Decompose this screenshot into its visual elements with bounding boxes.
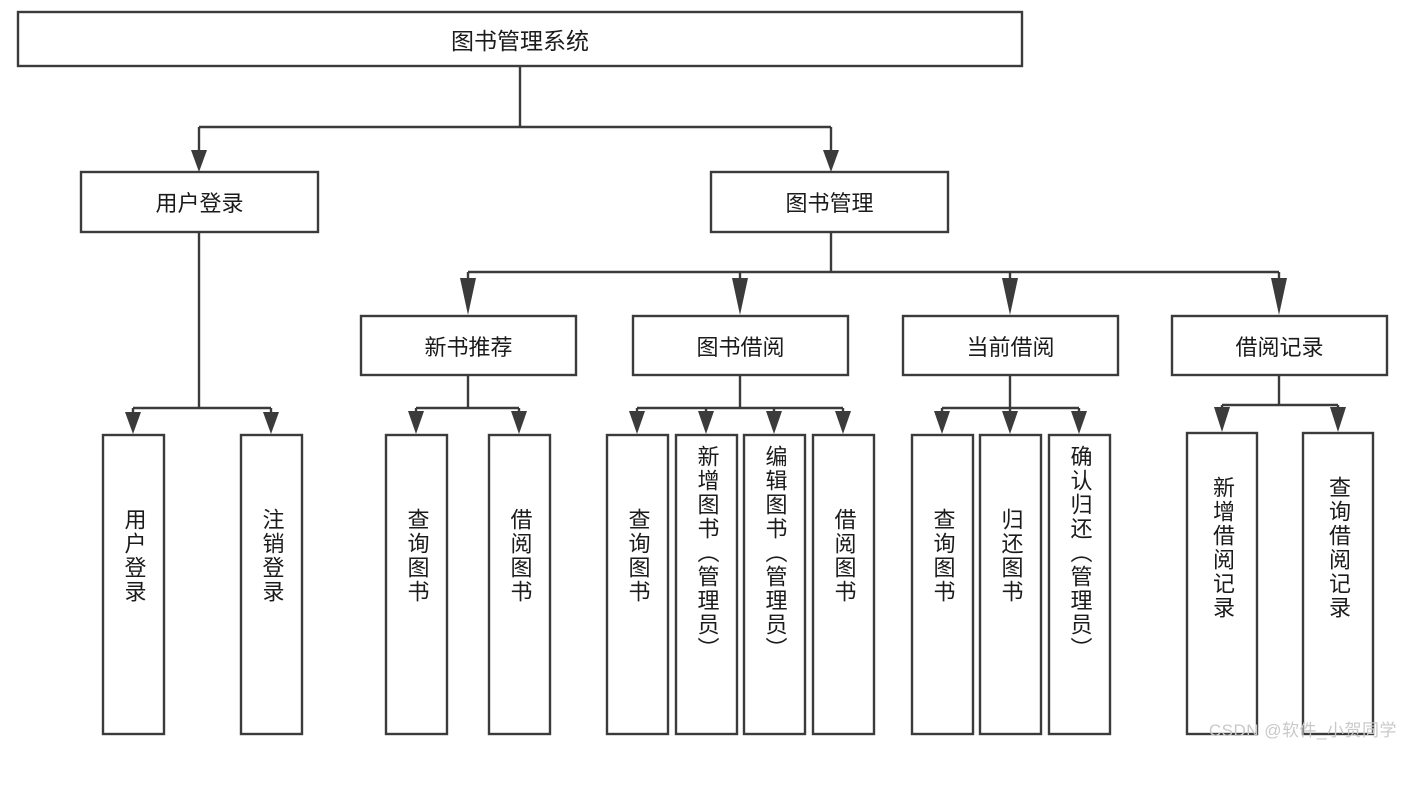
arrowhead-user-login-leaf-1 xyxy=(125,412,141,434)
node-level2-new-book-recommend[interactable] xyxy=(359,314,578,377)
arrowhead-book-borrow-leaf-2 xyxy=(698,411,714,434)
node-level2-current-borrow[interactable] xyxy=(901,314,1120,377)
connector-group-borrow-record xyxy=(1214,375,1346,432)
node-leaf-borrow-record-2[interactable] xyxy=(1301,431,1375,736)
node-leaf-new-book-2[interactable] xyxy=(487,433,552,736)
arrowhead-current-borrow-leaf-2 xyxy=(1002,411,1018,434)
diagram-canvas: 图书管理系统 用户登录 图书管理 新书推荐 图书借阅 当前借阅 借阅记录 用户登… xyxy=(16,10,1397,740)
arrowhead-borrow-record-leaf-2 xyxy=(1330,407,1346,432)
watermark-text: CSDN @软件_小贺同学 xyxy=(1208,721,1397,740)
connector-group-new-book xyxy=(408,375,527,434)
tree-diagram-svg xyxy=(16,10,1389,736)
arrowhead-current-borrow-leaf-3 xyxy=(1071,411,1087,434)
arrowhead-book-mgmt-child-4 xyxy=(1271,278,1287,315)
arrowhead-user-login-leaf-2 xyxy=(263,412,279,434)
arrowhead-current-borrow-leaf-1 xyxy=(934,411,950,434)
arrowhead-book-mgmt-child-3 xyxy=(1002,278,1018,315)
arrowhead-new-book-leaf-1 xyxy=(408,411,424,434)
node-leaf-current-borrow-1[interactable] xyxy=(910,433,975,736)
node-level1-book-management[interactable] xyxy=(709,170,950,234)
arrowhead-root-to-user-login xyxy=(191,150,207,172)
connector-group-book-borrow xyxy=(629,375,851,434)
node-leaf-book-borrow-2[interactable] xyxy=(674,433,739,736)
node-leaf-user-login-2[interactable] xyxy=(239,433,304,736)
arrowhead-book-borrow-leaf-1 xyxy=(629,411,645,434)
node-leaf-book-borrow-3[interactable] xyxy=(742,433,807,736)
arrowhead-book-borrow-leaf-4 xyxy=(835,411,851,434)
node-leaf-current-borrow-3[interactable] xyxy=(1047,433,1112,736)
node-root-book-management-system[interactable] xyxy=(16,10,1024,68)
connector-group-current-borrow xyxy=(934,375,1087,434)
arrowhead-book-mgmt-child-2 xyxy=(732,278,748,315)
node-leaf-current-borrow-2[interactable] xyxy=(978,433,1043,736)
arrowhead-book-borrow-leaf-3 xyxy=(766,411,782,434)
node-level2-borrow-record[interactable] xyxy=(1170,314,1389,377)
node-leaf-borrow-record-1[interactable] xyxy=(1185,431,1259,736)
connector-group-user-login xyxy=(125,232,279,434)
arrowhead-borrow-record-leaf-1 xyxy=(1214,407,1230,432)
arrowhead-book-mgmt-child-1 xyxy=(460,278,476,315)
node-leaf-book-borrow-4[interactable] xyxy=(811,433,876,736)
node-leaf-user-login-1[interactable] xyxy=(101,433,166,736)
arrowhead-root-to-book-mgmt xyxy=(823,150,839,172)
connector-group-root xyxy=(191,66,839,172)
node-leaf-new-book-1[interactable] xyxy=(384,433,449,736)
node-level2-book-borrow[interactable] xyxy=(631,314,850,377)
node-level1-user-login[interactable] xyxy=(79,170,320,234)
connector-group-book-mgmt xyxy=(460,232,1287,315)
arrowhead-new-book-leaf-2 xyxy=(511,411,527,434)
node-leaf-book-borrow-1[interactable] xyxy=(605,433,670,736)
